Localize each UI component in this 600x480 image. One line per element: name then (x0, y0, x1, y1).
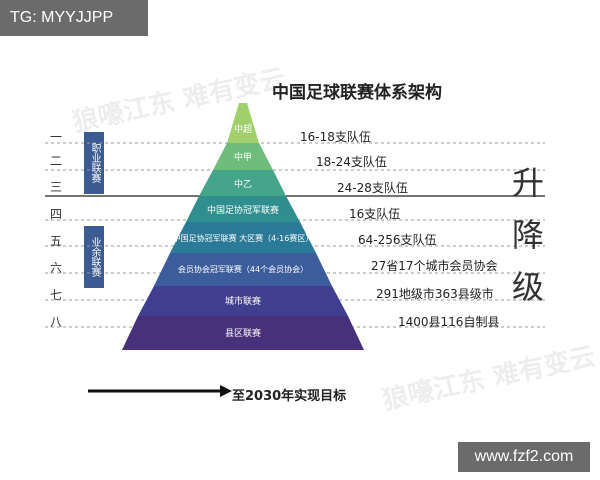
goal-label: 至2030年实现目标 (232, 389, 347, 404)
page-title: 中国足球联赛体系架构 (272, 83, 442, 103)
tier-1-count: 16-18支队伍 (300, 130, 371, 144)
tier-3-label: 中乙 (234, 178, 252, 190)
level-number-4: 四 (50, 207, 63, 221)
level-number-3: 三 (50, 180, 63, 194)
tier-7-label: 城市联赛 (225, 295, 261, 307)
tier-7-count: 291地级市363县级市 (376, 287, 494, 301)
tier-4-count: 16支队伍 (349, 207, 401, 221)
side-char-1: 升 (512, 164, 545, 202)
tier-8-layer (122, 316, 364, 350)
tier-5-count: 64-256支队伍 (358, 233, 437, 247)
level-number-8: 八 (50, 315, 63, 329)
tier-1-layer (227, 103, 259, 143)
level-number-2: 二 (50, 154, 63, 168)
tier-7-layer (138, 286, 348, 316)
tier-8-count: 1400县116自制县 (398, 315, 500, 329)
level-number-6: 六 (50, 261, 63, 275)
category-professional: 职业联赛 (84, 132, 104, 194)
side-char-3: 级 (512, 268, 545, 306)
tier-2-label: 中甲 (234, 151, 252, 163)
tier-4-layer (186, 196, 300, 222)
level-number-5: 五 (50, 234, 63, 248)
tier-3-count: 24-28支队伍 (337, 181, 408, 195)
tier-2-count: 18-24支队伍 (316, 155, 387, 169)
tier-8-label: 县区联赛 (225, 327, 261, 339)
tier-6-count: 27省17个城市会员协会 (371, 259, 498, 273)
level-number-7: 七 (50, 288, 63, 302)
tier-3-layer (199, 170, 286, 196)
level-number-1: 一 (50, 130, 63, 144)
tier-4-label: 中国足协冠军联赛 (207, 204, 279, 216)
site-tag: www.fzf2.com (458, 442, 590, 472)
goal-arrow-head (220, 385, 232, 397)
tier-2-layer (213, 143, 273, 170)
tier-1-label: 中超 (234, 123, 252, 135)
tier-6-layer (154, 253, 332, 286)
tier-5-layer (170, 222, 316, 253)
corner-tag: TG: MYYJJPP (0, 0, 148, 36)
tier-6-label: 会员协会冠军联赛（44个会员协会） (178, 264, 308, 274)
side-char-2: 降 (512, 216, 545, 254)
tier-5-label: 中国足协冠军联赛 大区赛（4-16赛区） (173, 233, 314, 243)
